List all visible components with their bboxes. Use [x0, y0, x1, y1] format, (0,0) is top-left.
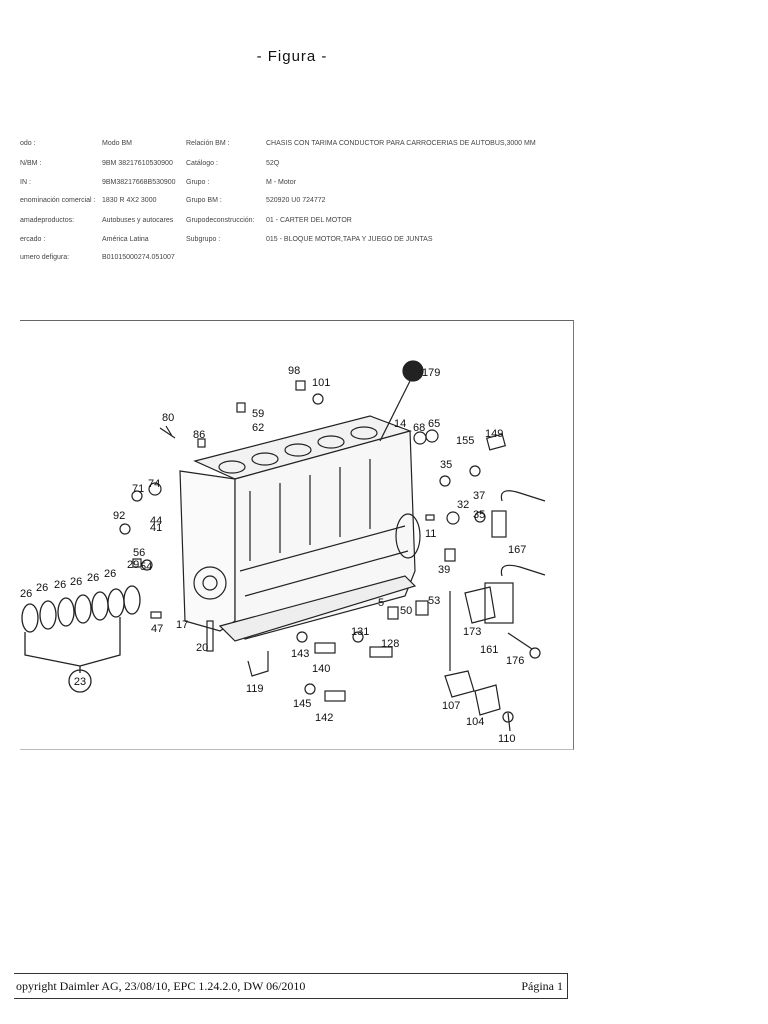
part-number-label: 47	[151, 623, 163, 635]
part-number-label: 92	[113, 510, 125, 522]
info-label: ercado :	[20, 236, 46, 243]
info-label-2: Relación BM :	[186, 140, 230, 147]
part-number-label: 104	[466, 716, 484, 728]
part-number-label: 29	[127, 559, 139, 571]
part-number-label: 26	[104, 568, 116, 580]
info-value: B01015000274.051007	[102, 254, 175, 261]
part-number-label: 161	[480, 644, 498, 656]
info-value: Autobuses y autocares	[102, 217, 174, 224]
info-row: amadeproductos: Autobuses y autocares Gr…	[20, 217, 580, 229]
info-value-2: 52Q	[266, 160, 280, 167]
copyright-text: opyright Daimler AG, 23/08/10, EPC 1.24.…	[16, 979, 306, 993]
info-value: 9BM38217668B530900	[102, 179, 176, 186]
part-number-label: 39	[438, 564, 450, 576]
part-number-label: 98	[288, 365, 300, 377]
info-label-2: Grupodeconstrucción:	[186, 217, 255, 224]
part-number-label: 26	[70, 576, 82, 588]
info-value-2: 015 - BLOQUE MOTOR,TAPA Y JUEGO DE JUNTA…	[266, 236, 433, 243]
part-number-label: 131	[351, 626, 369, 638]
part-number-label: 71	[132, 483, 144, 495]
part-number-label: 54	[140, 561, 152, 573]
part-number-label: 167	[508, 544, 526, 556]
info-row: enominación comercial : 1830 R 4X2 3000 …	[20, 197, 580, 209]
part-number-label: 37	[473, 490, 485, 502]
part-number-label: 107	[442, 700, 460, 712]
part-number-label: 74	[148, 478, 160, 490]
page-title: - Figura -	[256, 48, 328, 65]
info-label-2: Grupo BM :	[186, 197, 222, 204]
part-number-label: 119	[246, 683, 264, 695]
part-number-label: 11	[425, 528, 436, 540]
info-value-2: CHASIS CON TARIMA CONDUCTOR PARA CARROCE…	[266, 140, 536, 147]
part-number-label: 142	[315, 712, 333, 724]
part-number-label: 53	[428, 595, 440, 607]
part-number-label: 149	[485, 428, 503, 440]
part-number-label: 35	[440, 459, 452, 471]
info-row: umero defigura: B01015000274.051007	[20, 254, 580, 266]
part-number-label: 26	[36, 582, 48, 594]
info-label: umero defigura:	[20, 254, 70, 261]
small-parts	[119, 360, 546, 732]
info-label-2: Grupo :	[186, 179, 210, 186]
part-number-label: 44	[150, 515, 162, 527]
info-label-2: Subgrupo :	[186, 236, 221, 243]
part-number-label: 41	[150, 522, 162, 534]
part-number-label: 23	[74, 676, 86, 688]
info-label: IN :	[20, 179, 31, 186]
info-value: 9BM 38217610530900	[102, 160, 173, 167]
part-number-label: 86	[193, 429, 205, 441]
part-number-label: 68	[413, 422, 425, 434]
footer-bar: opyright Daimler AG, 23/08/10, EPC 1.24.…	[14, 973, 568, 999]
info-row: IN : 9BM38217668B530900 Grupo : M - Moto…	[20, 179, 580, 191]
info-value-2: 01 - CARTER DEL MOTOR	[266, 217, 352, 224]
part-number-label: 26	[54, 579, 66, 591]
part-number-label: 20	[196, 642, 208, 654]
part-number-label: 140	[312, 663, 330, 675]
info-label: N/BM :	[20, 160, 42, 167]
info-label: odo :	[20, 140, 36, 147]
part-number-label: 155	[456, 435, 474, 447]
part-number-label: 26	[20, 588, 32, 600]
part-number-label: 62	[252, 422, 264, 434]
engine-block-outline	[179, 415, 421, 642]
part-number-label: 173	[463, 626, 481, 638]
part-number-label: 17	[176, 619, 188, 631]
info-label: amadeproductos:	[20, 217, 75, 224]
info-value: América Latina	[102, 236, 149, 243]
part-number-label: 56	[133, 547, 145, 559]
part-number-label: 110	[498, 733, 516, 745]
part-number-label: 145	[293, 698, 311, 710]
info-row: ercado : América Latina Subgrupo : 015 -…	[20, 236, 580, 248]
info-label-2: Catálogo :	[186, 160, 218, 167]
part-number-label: 32	[457, 499, 469, 511]
part-number-label: 26	[87, 572, 99, 584]
info-value-2: 520920 U0 724772	[266, 197, 326, 204]
info-value: Modo BM	[102, 140, 132, 147]
part-number-label: 50	[400, 605, 412, 617]
info-value-2: M - Motor	[266, 179, 296, 186]
part-number-label: 14	[394, 418, 406, 430]
info-value: 1830 R 4X2 3000	[102, 197, 157, 204]
part-number-label: 59	[252, 408, 264, 420]
page-number: Página 1	[521, 979, 563, 993]
part-number-label: 179	[422, 367, 440, 379]
part-number-label: 176	[506, 655, 524, 667]
part-number-label: 65	[428, 418, 440, 430]
piston-ring-set	[21, 585, 141, 693]
part-number-label: 80	[162, 412, 174, 424]
info-row: N/BM : 9BM 38217610530900 Catálogo : 52Q	[20, 160, 580, 172]
part-number-label: 35	[473, 509, 485, 521]
part-number-label: 5	[378, 597, 384, 609]
info-label: enominación comercial :	[20, 197, 96, 204]
part-number-label: 101	[312, 377, 330, 389]
part-number-label: 128	[381, 638, 399, 650]
part-number-label: 143	[291, 648, 309, 660]
info-row: odo : Modo BM Relación BM : CHASIS CON T…	[20, 140, 580, 152]
